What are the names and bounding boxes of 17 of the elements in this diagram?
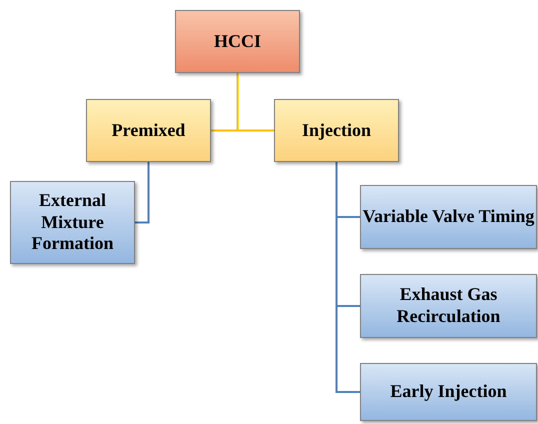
node-label: Injection xyxy=(302,120,371,142)
node-label: Premixed xyxy=(112,120,186,142)
node-label: External Mixture Formation xyxy=(30,190,114,255)
connector-line xyxy=(135,162,150,224)
method-box xyxy=(360,363,537,421)
method-box xyxy=(360,185,537,249)
node-label: Variable Valve Timing xyxy=(362,206,534,228)
connector-line xyxy=(236,73,274,132)
node-label: Early Injection xyxy=(390,381,507,403)
node-label: HCCI xyxy=(214,30,261,52)
category-box xyxy=(86,99,211,162)
connector-line xyxy=(336,162,360,393)
root-box xyxy=(175,10,300,73)
node-label: Exhaust Gas Recirculation xyxy=(396,284,502,328)
method-box xyxy=(360,274,537,338)
method-box xyxy=(10,181,135,264)
category-box xyxy=(274,99,399,162)
